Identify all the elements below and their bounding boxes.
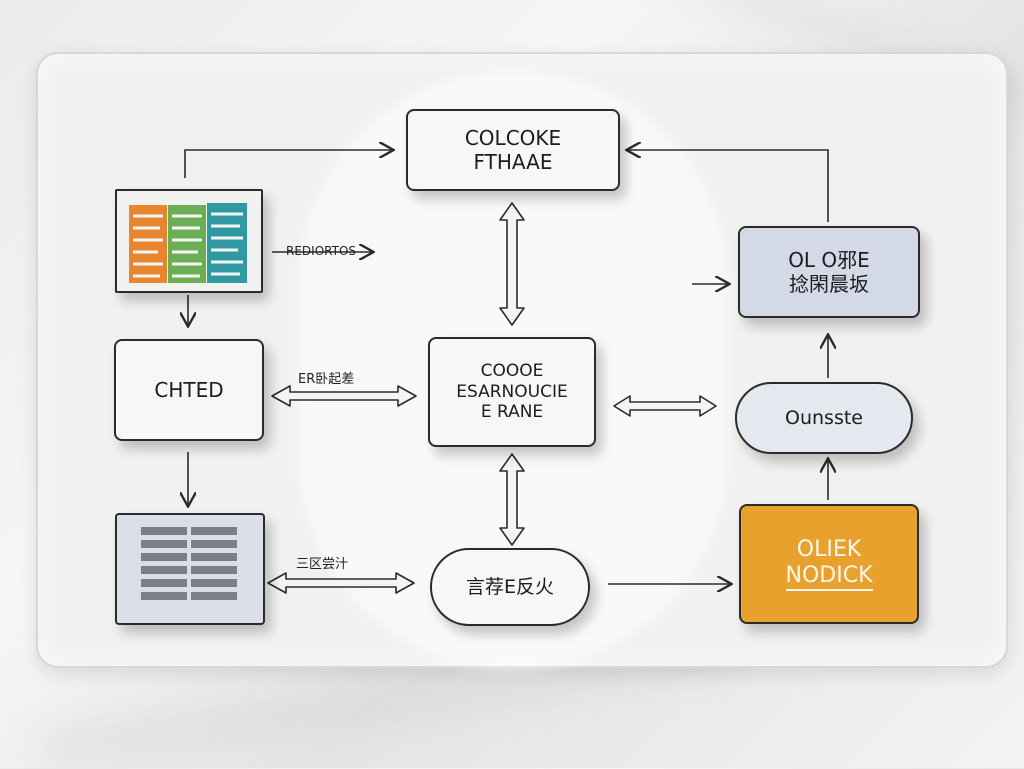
node-bottom-center[interactable]: 言荐E反火	[430, 548, 590, 626]
chart-label: REDIORTOS	[286, 244, 357, 258]
middle-arrow-label: ER卧起差	[298, 372, 355, 387]
node-right-top[interactable]: OL O邪E 捻閑晨坂	[738, 226, 920, 318]
node-right-pill[interactable]: Ounsste	[735, 382, 913, 454]
double-arrow-center-pill	[613, 395, 717, 417]
node-center-line2: ESARNOUCIE	[456, 381, 568, 402]
bottom-arrow-label: 三区尝汁	[296, 557, 349, 572]
stripe-panel	[115, 513, 265, 625]
node-right-top-line2: 捻閑晨坂	[789, 272, 869, 296]
double-arrow-center-bottom	[499, 453, 525, 546]
double-arrow-left-center	[271, 385, 417, 407]
node-left-middle[interactable]: CHTED	[114, 339, 264, 441]
node-top-center-line2: FTHAAE	[473, 150, 553, 174]
connector-right-to-top	[628, 150, 829, 222]
node-right-bottom-line2: NODICK	[785, 563, 873, 592]
node-top-center[interactable]: COLCOKE FTHAAE	[406, 109, 620, 191]
node-left-middle-label: CHTED	[154, 378, 224, 402]
node-center[interactable]: COOOE ESARNOUCIE E RANE	[428, 337, 596, 447]
chart-panel	[115, 189, 263, 293]
connector-topleft-to-top	[184, 150, 392, 178]
double-arrow-stripe-bottom	[267, 572, 415, 594]
node-right-bottom[interactable]: OLIEK NODICK	[739, 504, 919, 624]
chart-bars	[129, 203, 247, 283]
node-right-bottom-line1: OLIEK	[796, 536, 862, 562]
double-arrow-top-center	[499, 202, 525, 326]
node-top-center-line1: COLCOKE	[464, 126, 562, 150]
node-center-line1: COOOE	[480, 361, 544, 382]
node-center-line3: E RANE	[480, 402, 544, 423]
node-bottom-center-label: 言荐E反火	[465, 575, 554, 598]
node-right-pill-label: Ounsste	[785, 406, 863, 429]
node-right-top-line1: OL O邪E	[788, 248, 870, 272]
